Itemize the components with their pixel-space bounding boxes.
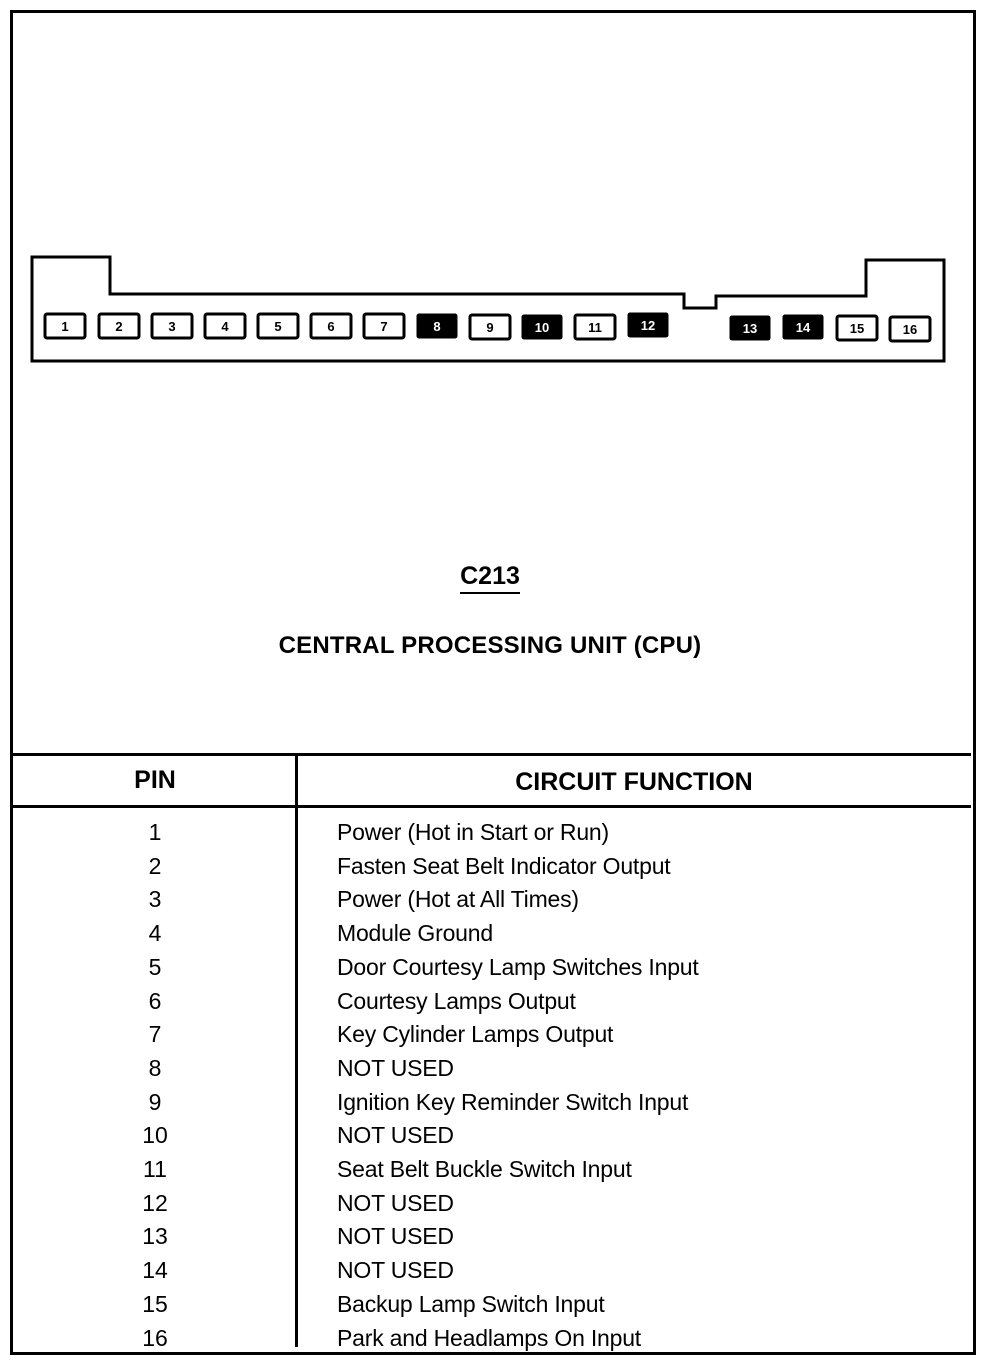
pin-cavity-16: 16 bbox=[888, 315, 932, 343]
table-row-pin: 7 bbox=[148, 1021, 162, 1047]
pin-cavity-4: 4 bbox=[203, 312, 247, 340]
pin-box bbox=[309, 312, 353, 340]
pin-box-filled bbox=[521, 314, 563, 340]
pin-number: 15 bbox=[850, 321, 864, 336]
table-row-pin: 16 bbox=[142, 1325, 168, 1351]
pin-box bbox=[835, 314, 879, 342]
pin-box-filled bbox=[782, 314, 824, 340]
table-row-function: Seat Belt Buckle Switch Input bbox=[337, 1156, 632, 1182]
table-row-function: Power (Hot in Start or Run) bbox=[337, 819, 609, 845]
pin-cavity-1: 1 bbox=[43, 312, 87, 340]
pin-box bbox=[256, 312, 300, 340]
table-row-function: Module Ground bbox=[337, 920, 493, 946]
table-row-pin: 2 bbox=[148, 853, 162, 879]
table-row-function: Key Cylinder Lamps Output bbox=[337, 1021, 614, 1047]
pin-cavity-2: 2 bbox=[97, 312, 141, 340]
table-row-pin: 12 bbox=[142, 1190, 168, 1216]
pin-number: 13 bbox=[743, 321, 757, 336]
pin-number: 11 bbox=[588, 320, 602, 335]
table-row-function: Fasten Seat Belt Indicator Output bbox=[337, 853, 671, 879]
table-row-pin: 13 bbox=[142, 1223, 168, 1249]
header-circuit-function: CIRCUIT FUNCTION bbox=[515, 768, 753, 796]
pin-number: 9 bbox=[486, 320, 493, 335]
pin-box bbox=[573, 313, 617, 341]
table-row-function: Courtesy Lamps Output bbox=[337, 988, 576, 1014]
pin-number: 4 bbox=[221, 319, 229, 334]
pin-cavity-15: 15 bbox=[835, 314, 879, 342]
table-row-function: NOT USED bbox=[337, 1257, 454, 1283]
column-divider bbox=[295, 753, 298, 1347]
pin-number: 3 bbox=[168, 319, 175, 334]
connector-outline bbox=[30, 255, 946, 363]
table-row-pin: 4 bbox=[148, 920, 162, 946]
pin-box bbox=[43, 312, 87, 340]
table-row-pin: 8 bbox=[148, 1055, 162, 1081]
pin-number: 8 bbox=[433, 319, 440, 334]
header-bottom-border bbox=[13, 805, 971, 808]
pin-cavity-6: 6 bbox=[309, 312, 353, 340]
pin-cavity-5: 5 bbox=[256, 312, 300, 340]
pin-number: 1 bbox=[61, 319, 68, 334]
table-row-pin: 14 bbox=[142, 1257, 168, 1283]
table-row-pin: 5 bbox=[148, 954, 162, 980]
table-row-pin: 1 bbox=[148, 819, 162, 845]
pin-cavity-9: 9 bbox=[468, 313, 512, 341]
connector-name: CENTRAL PROCESSING UNIT (CPU) bbox=[278, 632, 702, 659]
table-row-pin: 10 bbox=[142, 1122, 168, 1148]
table-row-function: NOT USED bbox=[337, 1223, 454, 1249]
pin-number: 14 bbox=[796, 320, 811, 335]
connector-id: C213 bbox=[460, 563, 520, 594]
pin-number: 5 bbox=[274, 319, 281, 334]
table-row-function: Power (Hot at All Times) bbox=[337, 886, 579, 912]
pin-box bbox=[468, 313, 512, 341]
table-row-pin: 9 bbox=[148, 1089, 162, 1115]
table-row-pin: 3 bbox=[148, 886, 162, 912]
table-row-function: Backup Lamp Switch Input bbox=[337, 1291, 605, 1317]
table-row-pin: 11 bbox=[143, 1156, 167, 1182]
pin-box bbox=[150, 312, 194, 340]
pin-box-filled bbox=[627, 312, 669, 338]
table-row-function: NOT USED bbox=[337, 1055, 454, 1081]
pin-cavity-8: 8 bbox=[416, 313, 458, 339]
pin-number: 10 bbox=[535, 320, 549, 335]
table-row-function: Ignition Key Reminder Switch Input bbox=[337, 1089, 689, 1115]
table-row-function: NOT USED bbox=[337, 1190, 454, 1216]
pin-number: 7 bbox=[380, 319, 387, 334]
table-row-function: NOT USED bbox=[337, 1122, 454, 1148]
pin-cavity-14: 14 bbox=[782, 314, 824, 340]
diagram-frame bbox=[10, 10, 976, 1355]
pin-number: 6 bbox=[327, 319, 334, 334]
pin-cavity-11: 11 bbox=[573, 313, 617, 341]
table-row-pin: 15 bbox=[142, 1291, 168, 1317]
pin-box-filled bbox=[416, 313, 458, 339]
connector-id-label: C213 bbox=[0, 562, 980, 594]
table-row-function: Door Courtesy Lamp Switches Input bbox=[337, 954, 699, 980]
pin-number: 12 bbox=[641, 318, 655, 333]
pin-cavity-12: 12 bbox=[627, 312, 669, 338]
pin-box bbox=[203, 312, 247, 340]
pin-cavity-10: 10 bbox=[521, 314, 563, 340]
table-row-function: Park and Headlamps On Input bbox=[337, 1325, 641, 1351]
pin-number: 16 bbox=[903, 322, 917, 337]
pin-cavity-3: 3 bbox=[150, 312, 194, 340]
table-row-pin: 6 bbox=[148, 988, 162, 1014]
pin-box bbox=[362, 312, 406, 340]
pin-box bbox=[97, 312, 141, 340]
pin-number: 2 bbox=[115, 319, 122, 334]
pin-box bbox=[888, 315, 932, 343]
table-top-border bbox=[13, 753, 971, 756]
pin-box-filled bbox=[729, 315, 771, 341]
header-pin: PIN bbox=[134, 766, 176, 794]
pin-cavity-7: 7 bbox=[362, 312, 406, 340]
pin-cavity-13: 13 bbox=[729, 315, 771, 341]
